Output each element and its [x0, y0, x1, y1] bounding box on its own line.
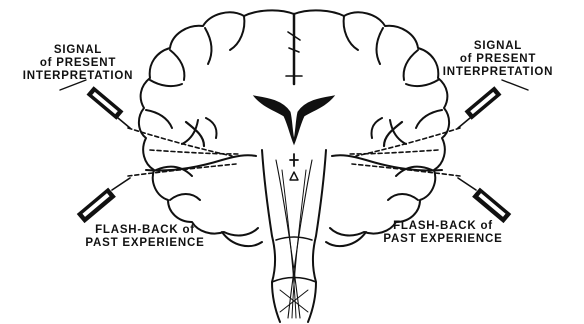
label-signal-right-line3: INTERPRETATION: [418, 66, 578, 79]
label-flashback-left-line1: FLASH-BACK of: [56, 224, 234, 237]
label-flashback-right: FLASH-BACK of PAST EXPERIENCE: [354, 220, 532, 246]
electrode-lower-right: [473, 188, 511, 222]
label-signal-left: SIGNAL of PRESENT INTERPRETATION: [8, 44, 148, 83]
brainstem-outline: [262, 150, 280, 322]
electrode-lower-left: [77, 188, 115, 222]
label-flashback-right-line2: PAST EXPERIENCE: [354, 233, 532, 246]
lateral-ventricles: [254, 96, 334, 144]
label-signal-right: SIGNAL of PRESENT INTERPRETATION: [418, 40, 578, 79]
electrode-upper-right: [465, 87, 501, 119]
label-signal-left-line3: INTERPRETATION: [8, 70, 148, 83]
label-flashback-right-line1: FLASH-BACK of: [354, 220, 532, 233]
label-flashback-left-line2: PAST EXPERIENCE: [56, 237, 234, 250]
label-signal-right-line2: of PRESENT: [418, 53, 578, 66]
label-flashback-left: FLASH-BACK of PAST EXPERIENCE: [56, 224, 234, 250]
electrode-upper-left: [87, 87, 123, 119]
left-hemisphere-outline: [139, 10, 294, 235]
label-signal-left-line2: of PRESENT: [8, 57, 148, 70]
label-signal-right-line1: SIGNAL: [418, 40, 578, 53]
label-signal-left-line1: SIGNAL: [8, 44, 148, 57]
